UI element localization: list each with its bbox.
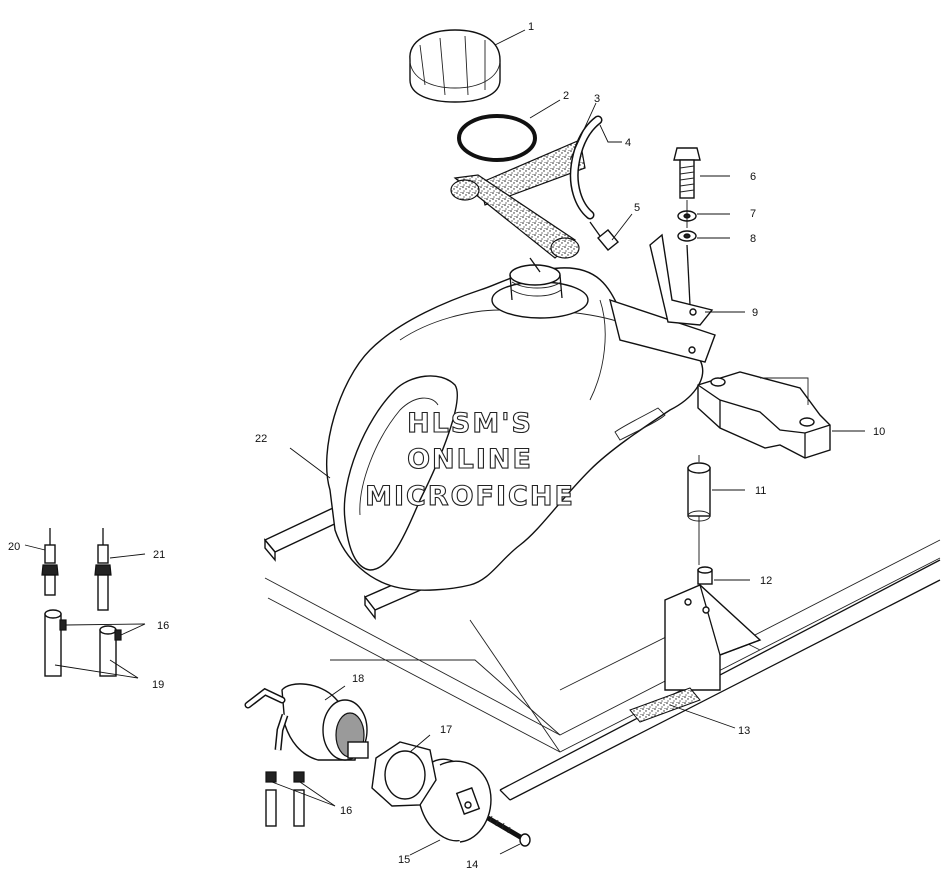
callout-15: 15: [398, 854, 410, 866]
callout-4: 4: [625, 137, 631, 149]
spacer-11: [687, 462, 711, 522]
callout-3: 3: [594, 93, 600, 105]
callout-22: 22: [255, 433, 267, 445]
callout-2: 2: [563, 90, 569, 102]
mount-block-10: [697, 371, 831, 459]
watermark-line-3: MICROFICHE: [365, 481, 575, 512]
callout-10: 10: [873, 426, 885, 438]
fuel-cap-1: [409, 29, 501, 103]
bushing-12: [697, 566, 713, 585]
o-ring-2: [457, 114, 537, 162]
callouts: 1 2 3 4 5 6 7 8 9 10 11 12 13 14 15 16 1…: [8, 21, 885, 871]
watermark-line-1: HLSM'S: [407, 408, 533, 439]
screw-14: [486, 815, 531, 847]
callout-7: 7: [750, 208, 756, 220]
callout-5: 5: [634, 202, 640, 214]
fuel-tank: [326, 264, 716, 591]
callout-12: 12: [760, 575, 772, 587]
callout-14: 14: [466, 859, 478, 871]
callout-8: 8: [750, 233, 756, 245]
leader-lines: [24, 29, 865, 856]
fuel-valve-18: [244, 683, 369, 761]
lower-hoses: [265, 771, 305, 827]
fitting-5: [589, 221, 619, 251]
callout-21: 21: [153, 549, 165, 561]
left-fittings-detail: [41, 528, 122, 677]
callout-16-lower: 16: [340, 805, 352, 817]
decal-13: [629, 687, 701, 723]
bracket-9: [649, 233, 714, 326]
foam-filter-3: [450, 139, 586, 273]
callout-1: 1: [528, 21, 534, 33]
watermark-line-2: ONLINE: [407, 444, 533, 475]
callout-13: 13: [738, 725, 750, 737]
bolt-6: [673, 147, 701, 199]
callout-9: 9: [752, 307, 758, 319]
callout-11: 11: [755, 485, 766, 497]
callout-6: 6: [750, 171, 756, 183]
callout-17: 17: [440, 724, 452, 736]
callout-20: 20: [8, 541, 20, 553]
callout-16-left: 16: [157, 620, 169, 632]
frame-rails: [264, 539, 941, 801]
watermark: HLSM'S ONLINE MICROFICHE: [365, 407, 575, 512]
callout-19: 19: [152, 679, 164, 691]
rear-tank-bracket: [664, 584, 762, 691]
nut-17: [371, 741, 437, 807]
callout-18: 18: [352, 673, 364, 685]
